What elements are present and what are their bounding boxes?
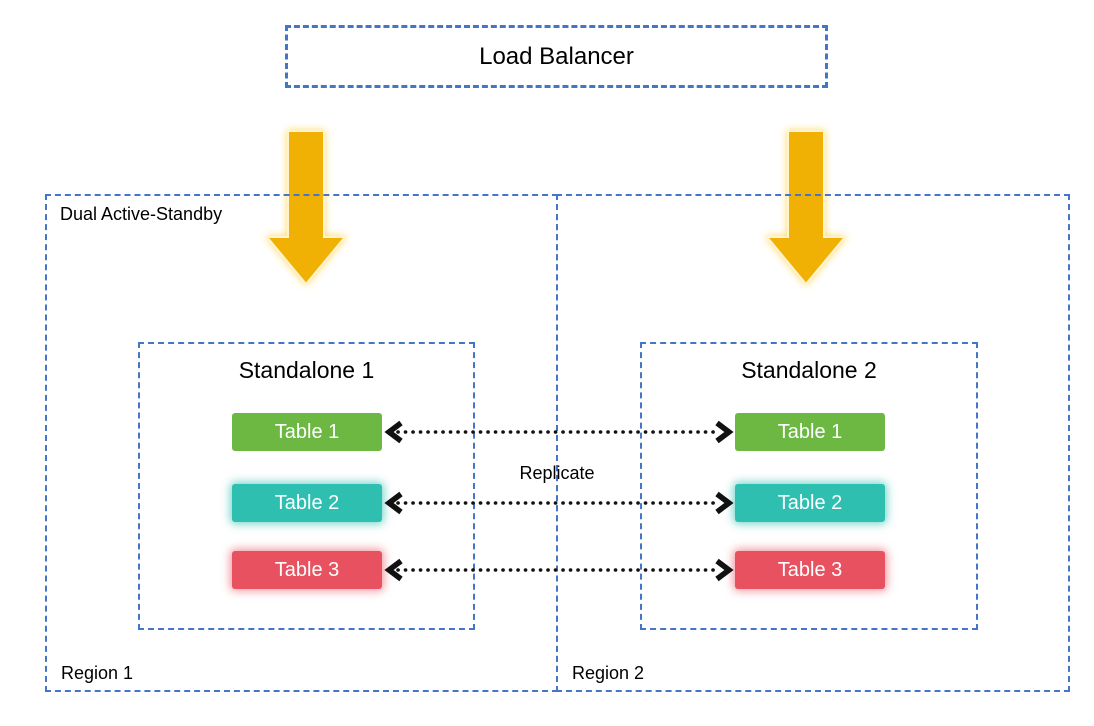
standalone-2-box: Standalone 2 Table 1 Table 2 Table 3 [640,342,978,630]
load-balancer-box: Load Balancer [285,25,828,88]
standalone-1-title: Standalone 1 [238,357,375,383]
standalone-1-table-2: Table 2 [232,484,382,522]
region-2-box: Region 2 [556,194,1070,692]
region-2-label: Region 2 [572,663,645,683]
standalone-1-table-1: Table 1 [232,413,382,451]
standalone-2-table-2: Table 2 [735,484,885,522]
standalone-1-table-3: Table 3 [232,551,382,589]
standalone-2-table-1: Table 1 [735,413,885,451]
region-1-label: Region 1 [61,663,134,683]
standalone-2-title: Standalone 2 [741,357,877,383]
dual-active-standby-label: Dual Active-Standby [60,204,223,224]
replicate-label: Replicate [519,463,595,483]
standalone-2-table-3: Table 3 [735,551,885,589]
load-balancer-label: Load Balancer [479,42,634,70]
standalone-1-box: Standalone 1 Table 1 Table 2 Table 3 [138,342,475,630]
